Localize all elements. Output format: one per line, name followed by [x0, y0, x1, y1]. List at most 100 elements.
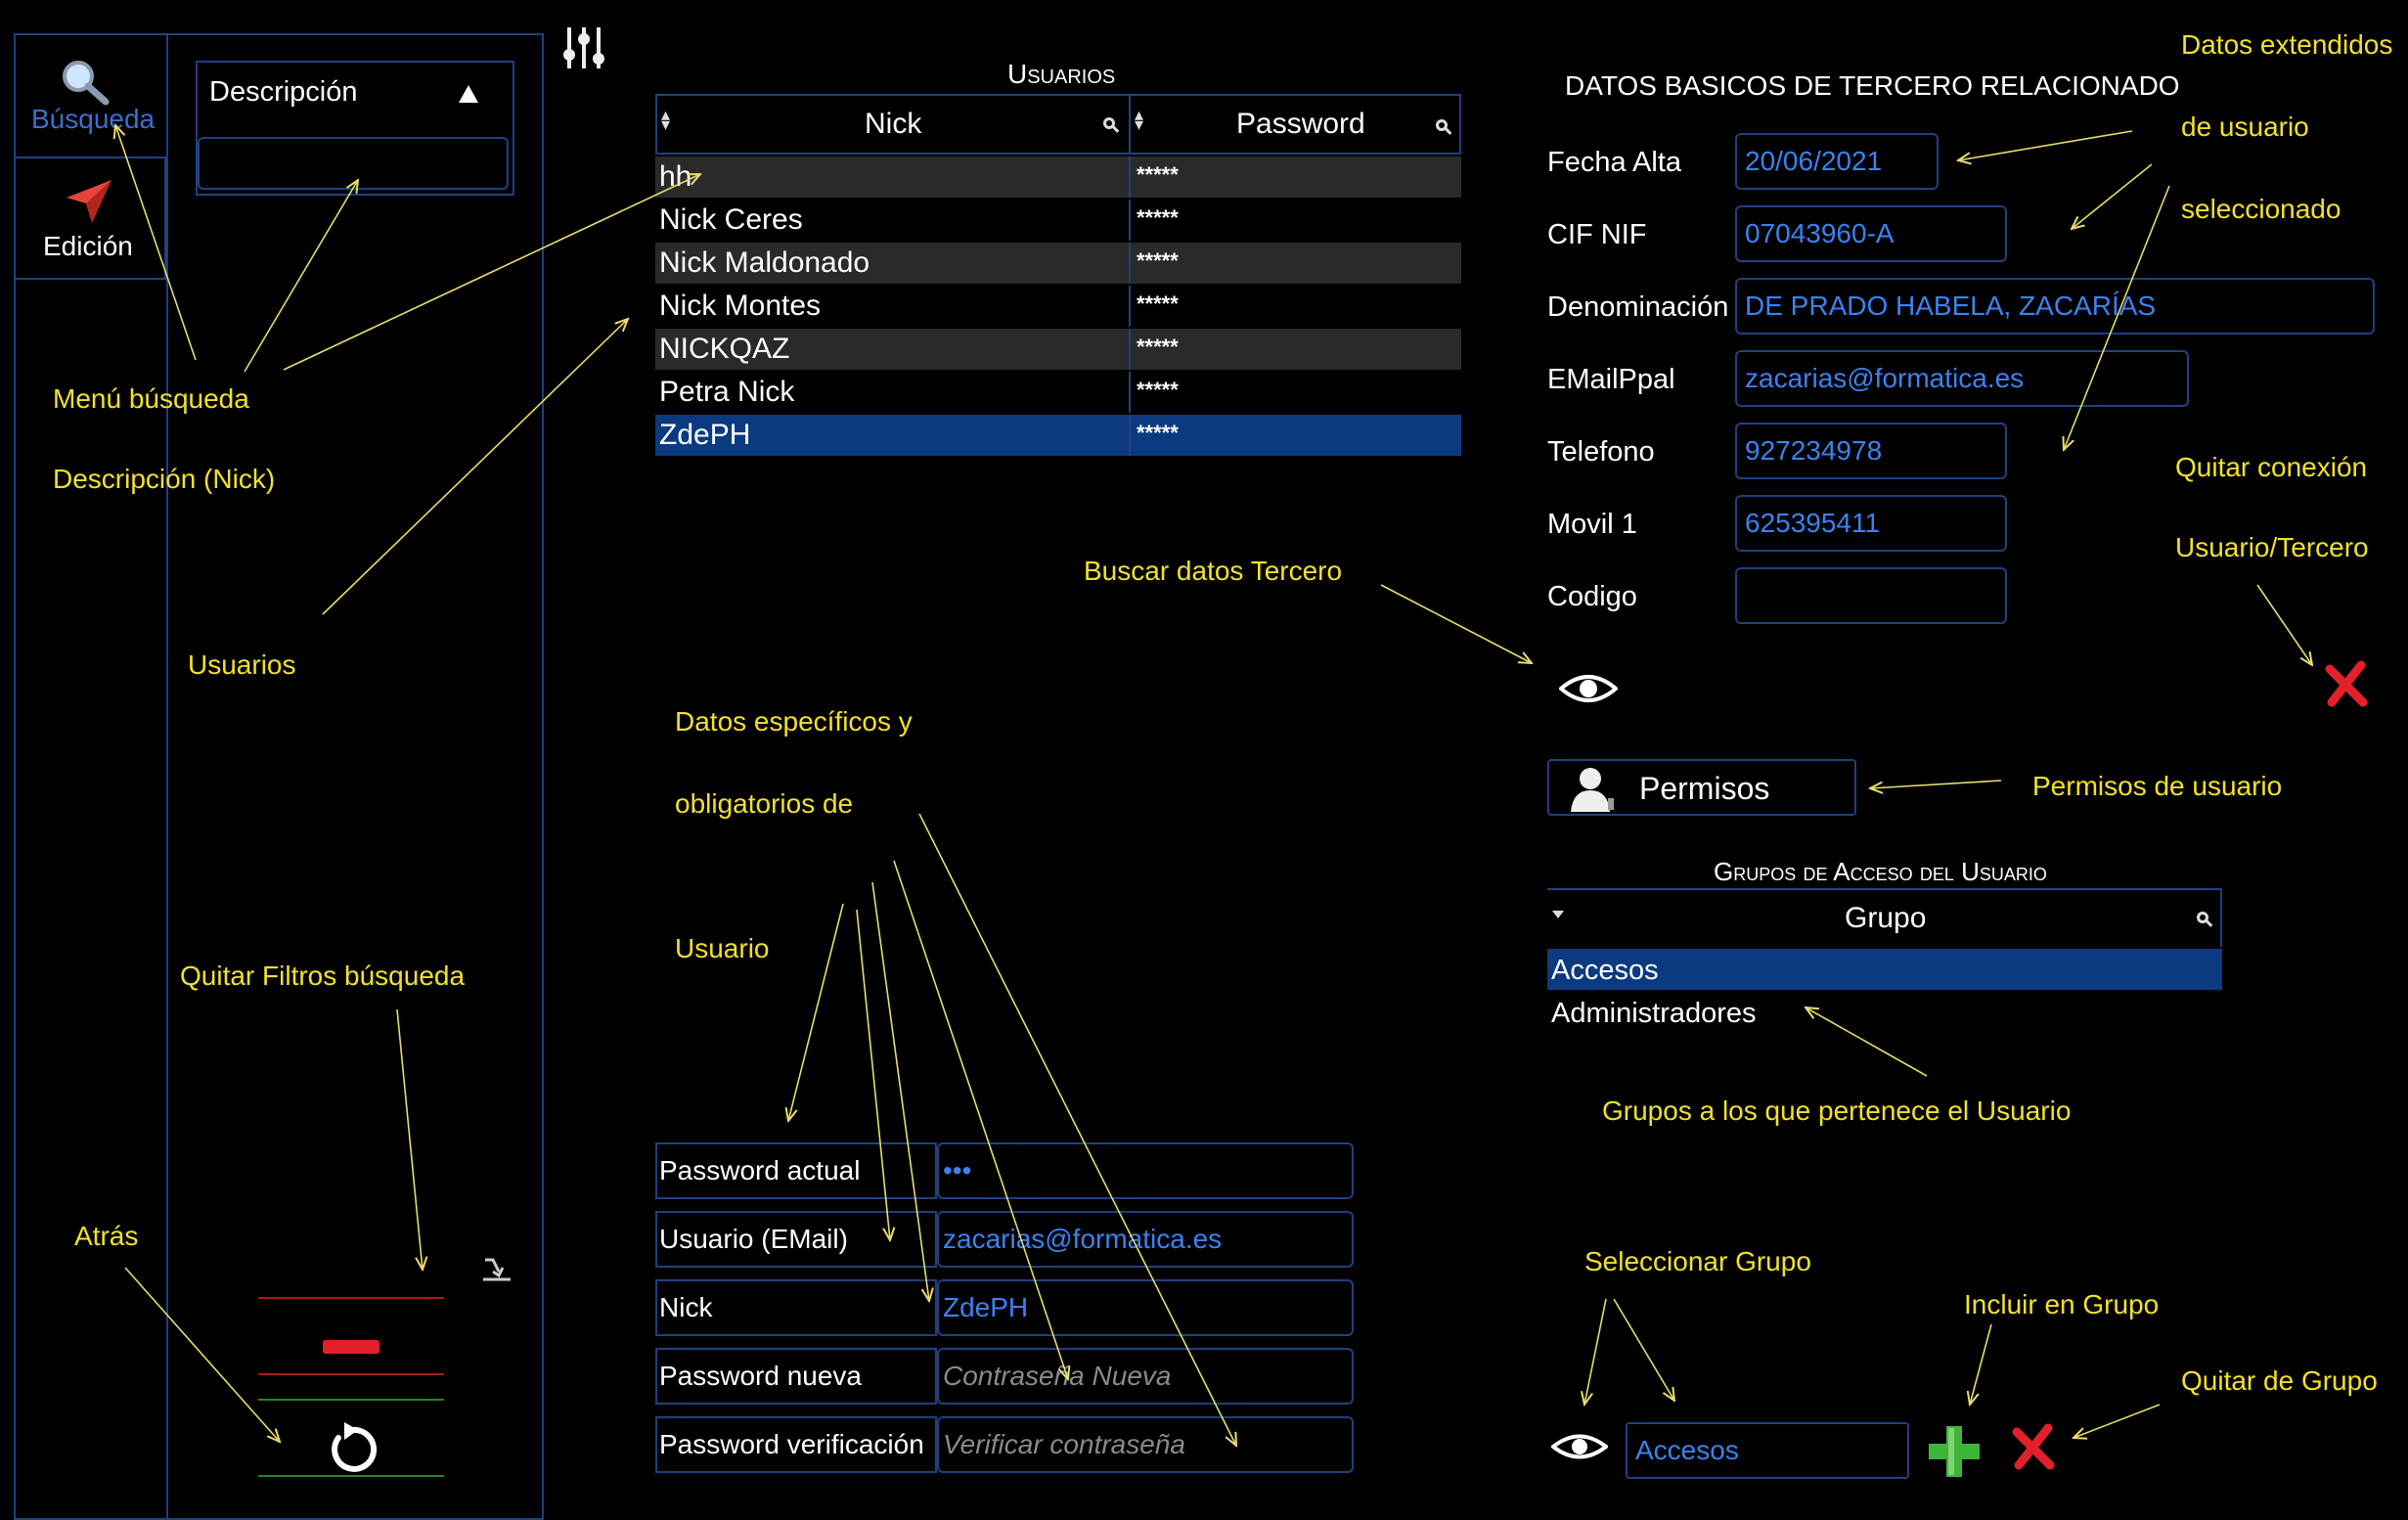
filter-header[interactable]: Descripción: [198, 63, 513, 123]
tercero-input[interactable]: 625395411: [1735, 495, 2007, 552]
cell-password: *****: [1137, 205, 1179, 230]
sort-up-icon: [459, 85, 478, 103]
groups-table-title: Grupos de Acceso del Usuario: [1714, 857, 2047, 886]
column-separator: [1129, 156, 1131, 198]
annotation-atras: Atrás: [74, 1221, 139, 1251]
annotation-permisos-usuario: Permisos de usuario: [2032, 771, 2283, 801]
form-input[interactable]: zacarias@formatica.es: [937, 1211, 1354, 1268]
form-input[interactable]: ZdePH: [937, 1279, 1354, 1336]
table-row[interactable]: Petra Nick*****: [655, 372, 1461, 413]
tab-busqueda[interactable]: Búsqueda: [14, 33, 166, 156]
annotation-datos-ext-2: de usuario: [2181, 112, 2309, 142]
table-row[interactable]: Nick Montes*****: [655, 286, 1461, 327]
tercero-input[interactable]: 927234978: [1735, 423, 2007, 479]
tab-edicion[interactable]: Edición: [14, 156, 166, 280]
form-label: Password nueva: [655, 1348, 937, 1405]
annotation-datos-especificos-3: Usuario: [675, 933, 770, 963]
red-bar-indicator: [323, 1340, 379, 1354]
cell-nick: ZdePH: [659, 419, 751, 451]
filter-line-green-bottom: [258, 1475, 444, 1477]
tab-busqueda-label: Búsqueda: [31, 104, 156, 134]
annotation-menu-busqueda: Menú búsqueda: [53, 383, 249, 414]
tercero-input[interactable]: DE PRADO HABELA, ZACARÍAS: [1735, 278, 2375, 335]
form-label: Password verificación: [655, 1416, 937, 1473]
tercero-label: Movil 1: [1547, 509, 1637, 540]
tercero-input[interactable]: [1735, 567, 2007, 624]
group-name: Accesos: [1551, 955, 1659, 986]
remove-link-icon[interactable]: [2322, 659, 2371, 708]
filter-input[interactable]: [198, 137, 509, 190]
sort-icon: ▴▾: [1135, 105, 1144, 134]
sort-down-icon: [1552, 911, 1564, 918]
table-row[interactable]: Nick Maldonado *****: [655, 243, 1461, 284]
column-header-password[interactable]: ▴▾ Password: [1131, 96, 1459, 153]
column-header-nick[interactable]: ▴▾ Nick: [657, 96, 1129, 153]
filter-header-label: Descripción: [209, 76, 358, 108]
users-header-sep: [1129, 94, 1131, 155]
annotation-grupos-pertenece: Grupos a los que pertenece el Usuario: [1602, 1095, 2072, 1126]
column-separator: [1129, 243, 1131, 284]
form-input[interactable]: Contraseña Nueva: [937, 1348, 1354, 1405]
table-row[interactable]: ZdePH*****: [655, 415, 1461, 456]
search-icon: [63, 61, 110, 106]
annotation-usuarios: Usuarios: [188, 649, 296, 680]
table-row[interactable]: Nick Ceres *****: [655, 200, 1461, 241]
groups-table-header[interactable]: Grupo: [1547, 888, 2222, 947]
annotation-quitar-conexion-2: Usuario/Tercero: [2175, 532, 2369, 562]
group-name: Administradores: [1551, 998, 1757, 1029]
table-row[interactable]: NICKQAZ*****: [655, 329, 1461, 370]
list-item[interactable]: Administradores: [1547, 992, 2222, 1033]
filter-line-red-bottom: [258, 1373, 444, 1375]
form-input[interactable]: Verificar contraseña: [937, 1416, 1354, 1473]
annotation-incluir-grupo: Incluir en Grupo: [1964, 1289, 2160, 1319]
permisos-button[interactable]: Permisos: [1547, 759, 1856, 816]
annotation-quitar-conexion-1: Quitar conexión: [2175, 452, 2368, 482]
column-header-nick-label: Nick: [865, 108, 922, 140]
cell-password: *****: [1137, 378, 1179, 402]
table-row[interactable]: hh*****: [655, 156, 1461, 198]
cell-nick: Nick Ceres: [659, 203, 803, 236]
form-input[interactable]: •••: [937, 1142, 1354, 1199]
column-header-grupo-label: Grupo: [1845, 902, 1927, 934]
cell-nick: Nick Maldonado: [659, 246, 870, 279]
back-refresh-icon[interactable]: [323, 1418, 381, 1477]
remove-group-icon[interactable]: [2009, 1422, 2058, 1471]
column-separator: [1129, 286, 1131, 327]
sort-icon: ▴▾: [661, 105, 671, 134]
annotation-quitar-grupo: Quitar de Grupo: [2181, 1365, 2378, 1396]
cell-password: *****: [1137, 248, 1179, 273]
tercero-label: Denominación: [1547, 291, 1729, 323]
tercero-input[interactable]: zacarias@formatica.es: [1735, 350, 2189, 407]
cell-password: *****: [1137, 291, 1179, 316]
users-table-title: Usuarios: [1007, 59, 1116, 89]
user-permissions-icon: [1571, 768, 1614, 812]
annotation-buscar-tercero: Buscar datos Tercero: [1084, 556, 1343, 586]
annotation-quitar-filtros: Quitar Filtros búsqueda: [180, 961, 466, 991]
column-separator: [1129, 200, 1131, 241]
group-select-input[interactable]: Accesos: [1626, 1422, 1909, 1479]
column-search-icon[interactable]: [2197, 912, 2208, 923]
filter-line-green-top: [258, 1399, 444, 1401]
add-icon[interactable]: [1925, 1422, 1984, 1481]
annotation-descripcion-nick: Descripción (Nick): [53, 464, 276, 494]
form-label: Password actual: [655, 1142, 937, 1199]
cell-nick: NICKQAZ: [659, 333, 790, 365]
form-label: Nick: [655, 1279, 937, 1336]
cell-nick: hh: [659, 160, 692, 193]
tercero-input[interactable]: 07043960-A: [1735, 205, 2007, 262]
annotation-datos-especificos-2: obligatorios de: [675, 788, 854, 819]
eye-icon[interactable]: [1559, 669, 1618, 708]
eye-icon[interactable]: [1551, 1430, 1608, 1463]
list-item[interactable]: Accesos: [1547, 949, 2222, 990]
column-search-icon[interactable]: [1103, 117, 1115, 129]
tercero-input[interactable]: 20/06/2021: [1735, 133, 1939, 190]
column-separator: [1129, 372, 1131, 413]
column-separator: [1129, 329, 1131, 370]
column-search-icon[interactable]: [1436, 119, 1448, 131]
filter-line-red-top: [258, 1297, 444, 1299]
tercero-label: Codigo: [1547, 581, 1637, 612]
users-table-header: [655, 94, 1461, 155]
permisos-button-label: Permisos: [1639, 771, 1770, 806]
clear-filter-icon[interactable]: [479, 1254, 513, 1283]
settings-sliders-icon[interactable]: [559, 25, 608, 70]
